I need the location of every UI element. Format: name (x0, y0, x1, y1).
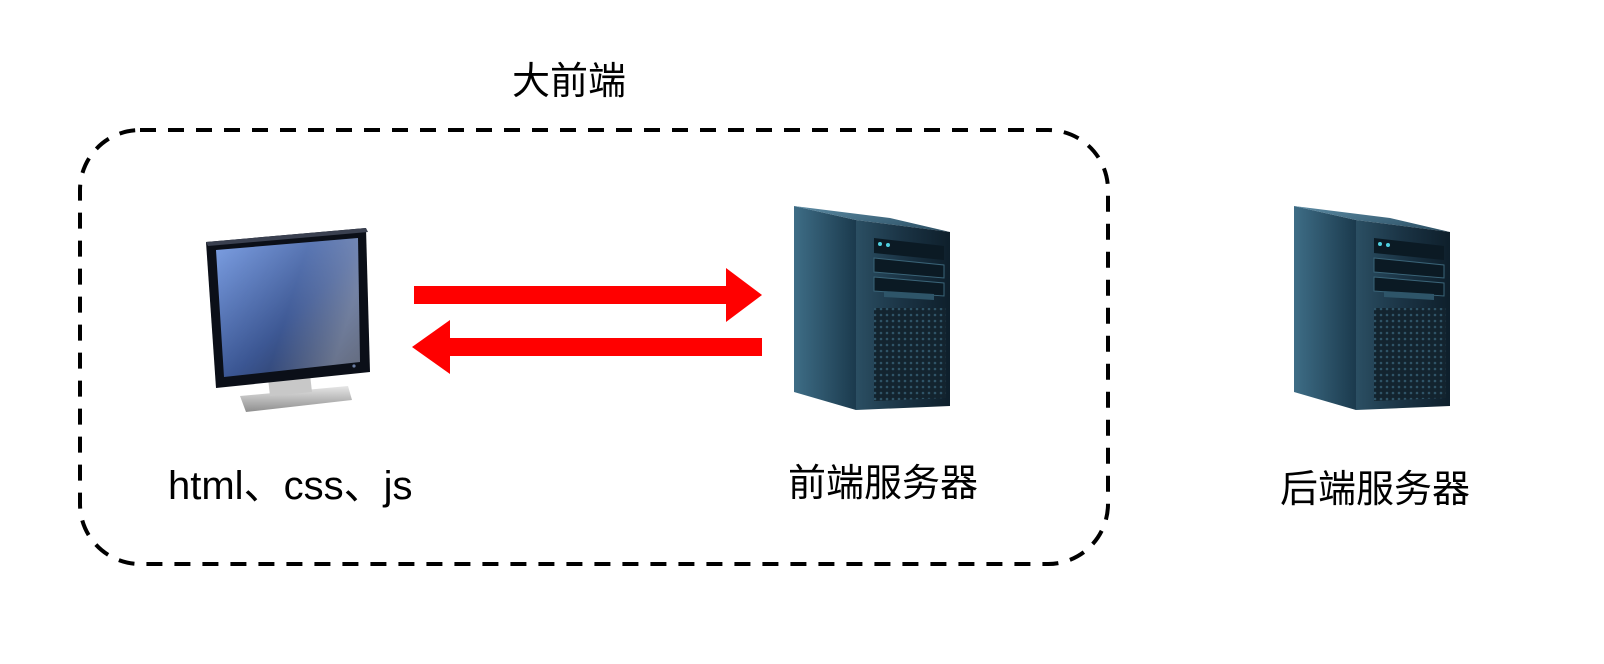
edge-frontend-to-client (412, 320, 762, 374)
server-tower-icon (793, 197, 951, 411)
group-label: 大前端 (512, 59, 627, 103)
server-tower-icon (1293, 197, 1451, 411)
monitor-icon (206, 228, 370, 412)
frontend-server-label: 前端服务器 (788, 461, 979, 505)
client-label: html、css、js (168, 464, 413, 508)
group-boundary (78, 128, 1110, 566)
backend-server-label: 后端服务器 (1280, 467, 1471, 511)
edge-client-to-frontend (414, 268, 762, 322)
